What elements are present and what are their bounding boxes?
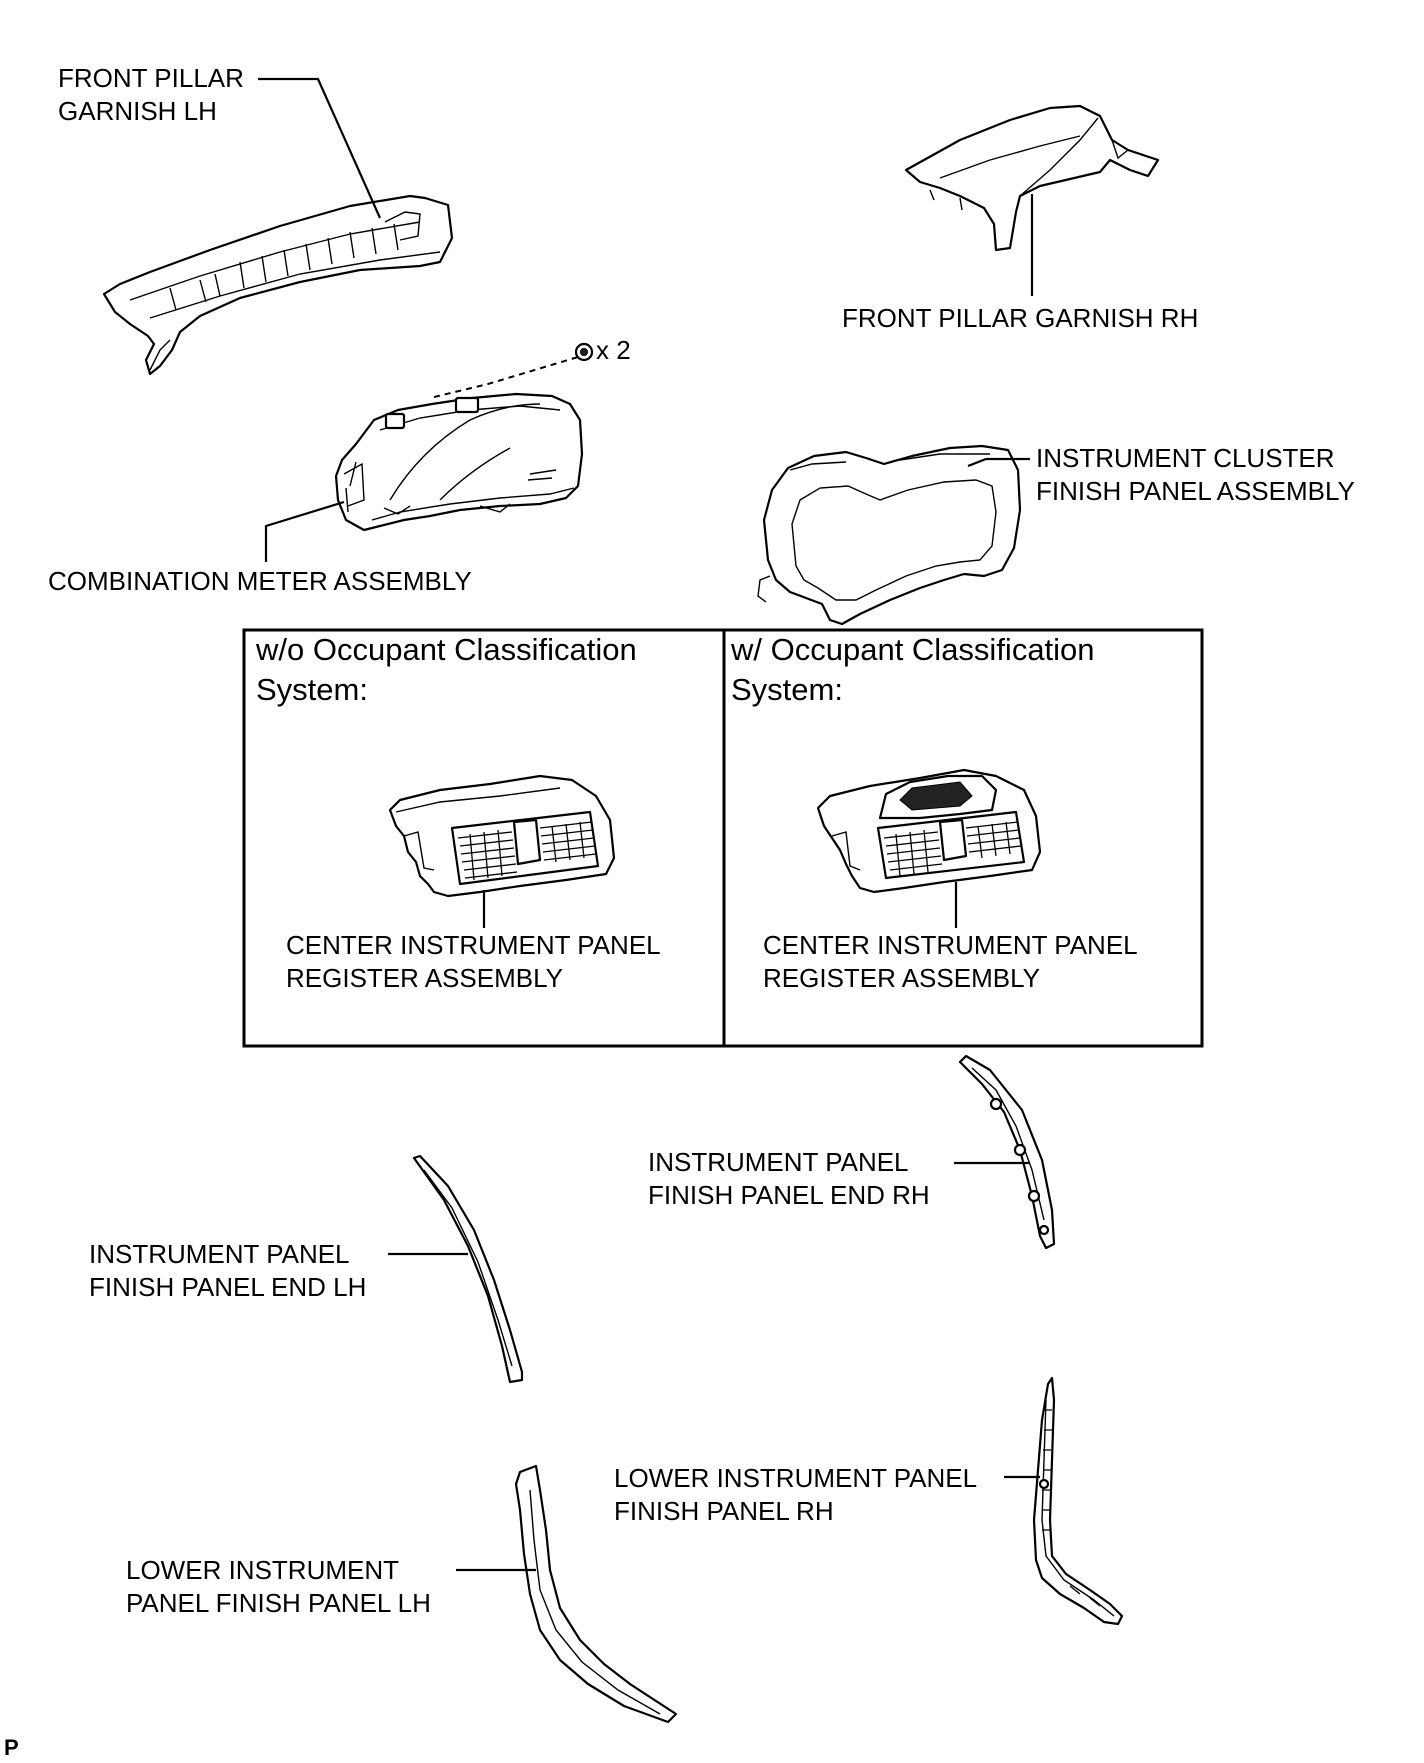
clip-count-label: x 2: [596, 334, 631, 367]
label-line: CENTER INSTRUMENT PANEL: [763, 930, 1138, 960]
label-line: System:: [256, 672, 368, 707]
lower-finish-panel-rh-label: LOWER INSTRUMENT PANEL FINISH PANEL RH: [614, 1462, 977, 1528]
lower-finish-panel-rh-part: [1032, 1376, 1124, 1626]
label-line: REGISTER ASSEMBLY: [763, 963, 1040, 993]
variant-with-ocs-heading: w/ Occupant Classification System:: [731, 630, 1095, 710]
label-line: P: [4, 1735, 19, 1760]
finish-panel-end-lh-part: [412, 1154, 524, 1384]
label-line: FINISH PANEL ASSEMBLY: [1036, 476, 1355, 506]
leader-combination-meter: [264, 500, 345, 562]
register-wo-label: CENTER INSTRUMENT PANEL REGISTER ASSEMBL…: [286, 929, 661, 995]
label-line: GARNISH LH: [58, 96, 217, 126]
label-line: LOWER INSTRUMENT: [126, 1555, 399, 1585]
label-line: PANEL FINISH PANEL LH: [126, 1588, 431, 1618]
label-line: FINISH PANEL END RH: [648, 1180, 930, 1210]
combination-meter-label: COMBINATION METER ASSEMBLY: [48, 565, 472, 598]
variant-without-ocs-heading: w/o Occupant Classification System:: [256, 630, 637, 710]
label-line: FINISH PANEL RH: [614, 1496, 834, 1526]
lower-finish-panel-lh-label: LOWER INSTRUMENT PANEL FINISH PANEL LH: [126, 1554, 431, 1620]
label-line: INSTRUMENT CLUSTER: [1036, 443, 1335, 473]
label-line: CENTER INSTRUMENT PANEL: [286, 930, 661, 960]
instrument-cluster-finish-panel-part: [757, 444, 1022, 626]
corner-mark: P: [4, 1736, 19, 1760]
center-register-wo-part: [388, 774, 616, 898]
label-line: INSTRUMENT PANEL: [648, 1147, 909, 1177]
label-line: x 2: [596, 335, 631, 365]
finish-panel-end-rh-label: INSTRUMENT PANEL FINISH PANEL END RH: [648, 1146, 930, 1212]
label-line: LOWER INSTRUMENT PANEL: [614, 1463, 978, 1493]
label-line: FRONT PILLAR GARNISH RH: [842, 303, 1199, 333]
front-pillar-garnish-lh-part: [102, 194, 454, 376]
label-line: REGISTER ASSEMBLY: [286, 963, 563, 993]
label-line: INSTRUMENT PANEL: [89, 1239, 350, 1269]
leader-front-pillar-lh: [258, 77, 382, 219]
leader-cluster-finish: [967, 457, 1030, 468]
label-line: FRONT PILLAR: [58, 63, 244, 93]
register-w-label: CENTER INSTRUMENT PANEL REGISTER ASSEMBL…: [763, 929, 1138, 995]
combination-meter-part: [334, 392, 584, 532]
front-pillar-garnish-lh-label: FRONT PILLAR GARNISH LH: [58, 62, 244, 128]
finish-panel-end-rh-part: [958, 1054, 1056, 1250]
instrument-cluster-finish-panel-label: INSTRUMENT CLUSTER FINISH PANEL ASSEMBLY: [1036, 442, 1355, 508]
label-line: w/o Occupant Classification: [256, 632, 637, 667]
lower-finish-panel-lh-part: [514, 1464, 678, 1724]
front-pillar-garnish-rh-part: [904, 104, 1160, 252]
front-pillar-garnish-rh-label: FRONT PILLAR GARNISH RH: [842, 302, 1198, 335]
leader-lines: [258, 77, 1040, 1572]
label-line: w/ Occupant Classification: [731, 632, 1095, 667]
label-line: FINISH PANEL END LH: [89, 1272, 367, 1302]
clip-part: [429, 342, 594, 399]
center-register-w-part: [816, 768, 1042, 894]
label-line: COMBINATION METER ASSEMBLY: [48, 566, 472, 596]
label-line: System:: [731, 672, 843, 707]
variant-box: [242, 628, 1204, 1048]
finish-panel-end-lh-label: INSTRUMENT PANEL FINISH PANEL END LH: [89, 1238, 366, 1304]
